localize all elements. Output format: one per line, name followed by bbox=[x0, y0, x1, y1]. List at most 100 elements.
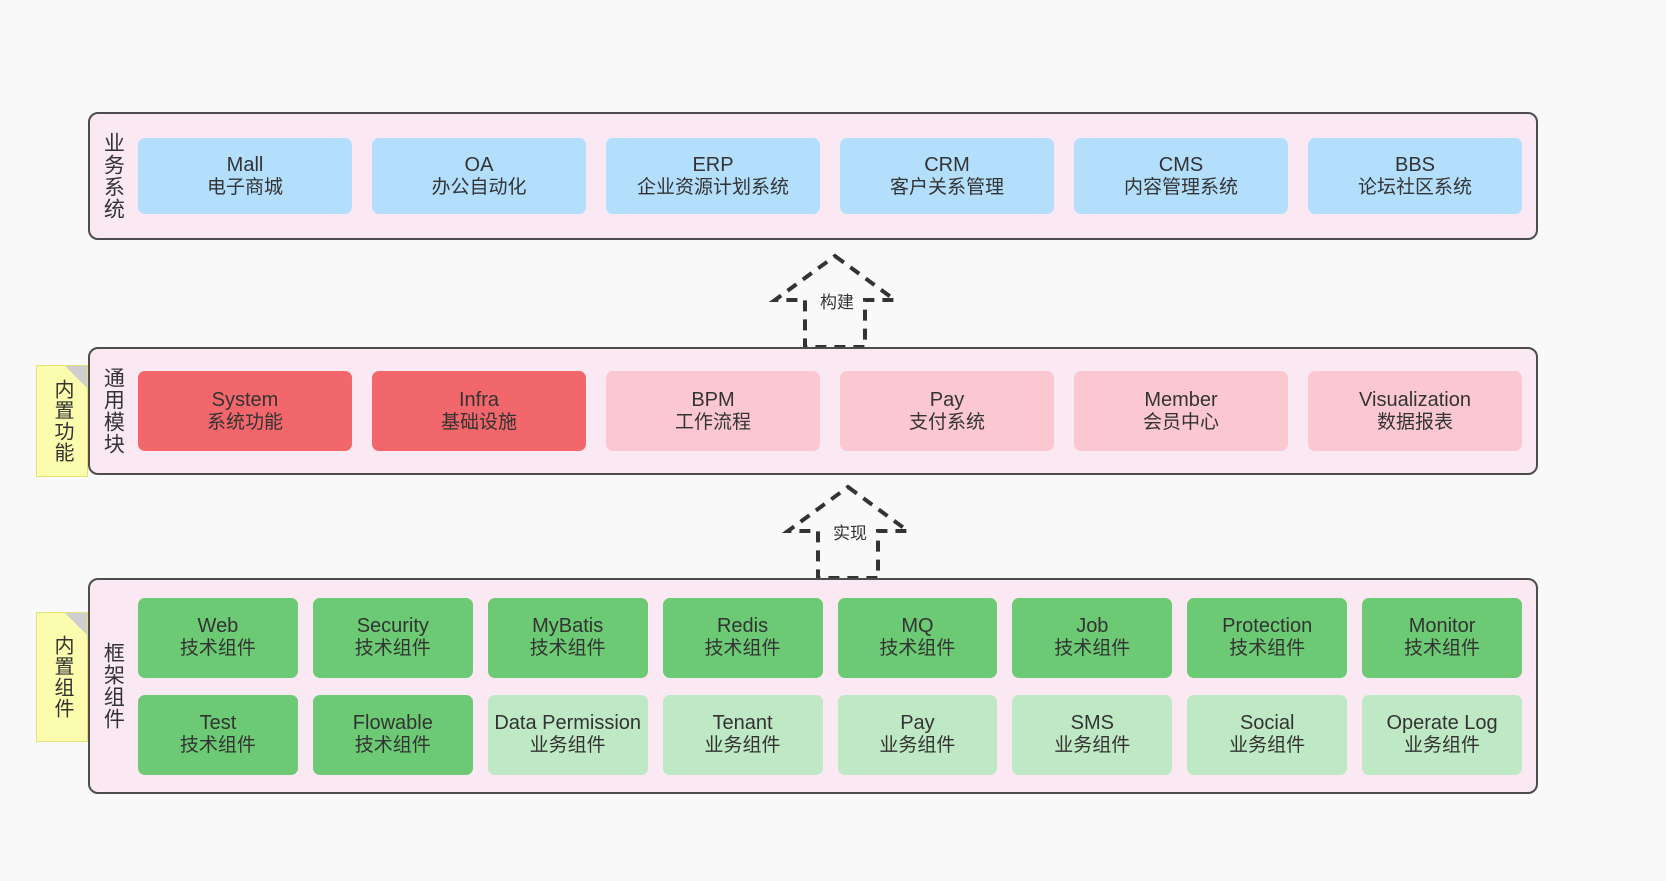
layer-title-common-module: 通用模块 bbox=[101, 367, 125, 455]
node-bpm[interactable]: BPM 工作流程 bbox=[606, 371, 820, 451]
node-redis-en: Redis bbox=[716, 615, 769, 638]
node-social[interactable]: Social 业务组件 bbox=[1187, 694, 1348, 775]
node-pay-module[interactable]: Pay 支付系统 bbox=[840, 371, 1054, 451]
layer-common-module: 通用模块 System 系统功能 Infra 基础设施 BPM 工作流程 Pay… bbox=[88, 347, 1538, 475]
node-data-permission-cn: 业务组件 bbox=[529, 735, 606, 757]
sticky-note-builtin-function: 内置功能 bbox=[36, 365, 88, 477]
node-crm[interactable]: CRM 客户关系管理 bbox=[840, 138, 1054, 214]
node-job-en: Job bbox=[1076, 615, 1109, 638]
common-module-row: System 系统功能 Infra 基础设施 BPM 工作流程 Pay 支付系统… bbox=[138, 371, 1522, 451]
node-pay-module-en: Pay bbox=[929, 388, 965, 411]
node-test[interactable]: Test 技术组件 bbox=[138, 694, 298, 775]
node-bbs-en: BBS bbox=[1394, 153, 1436, 176]
framework-business-row: Test 技术组件 Flowable 技术组件 Data Permission … bbox=[138, 694, 1522, 775]
node-cms-en: CMS bbox=[1158, 153, 1204, 176]
node-cms-cn: 内容管理系统 bbox=[1123, 176, 1238, 198]
node-oa[interactable]: OA 办公自动化 bbox=[372, 138, 586, 214]
node-operate-log[interactable]: Operate Log 业务组件 bbox=[1362, 694, 1522, 775]
node-flowable-cn: 技术组件 bbox=[354, 735, 431, 757]
node-operate-log-cn: 业务组件 bbox=[1404, 735, 1481, 757]
connector-implement-label: 实现 bbox=[830, 519, 870, 544]
node-monitor[interactable]: Monitor 技术组件 bbox=[1362, 597, 1522, 678]
node-data-permission[interactable]: Data Permission 业务组件 bbox=[487, 694, 648, 775]
node-pay-component-cn: 业务组件 bbox=[879, 735, 956, 757]
node-visualization-en: Visualization bbox=[1359, 388, 1471, 411]
node-mall-en: Mall bbox=[226, 153, 264, 176]
node-erp-cn: 企业资源计划系统 bbox=[636, 176, 789, 198]
node-system-cn: 系统功能 bbox=[206, 411, 283, 433]
node-web-cn: 技术组件 bbox=[179, 638, 256, 660]
node-job-cn: 技术组件 bbox=[1054, 638, 1131, 660]
node-pay-component-en: Pay bbox=[900, 712, 935, 735]
node-erp[interactable]: ERP 企业资源计划系统 bbox=[606, 138, 820, 214]
node-mq-cn: 技术组件 bbox=[879, 638, 956, 660]
node-erp-en: ERP bbox=[692, 153, 734, 176]
node-redis-cn: 技术组件 bbox=[704, 638, 781, 660]
node-crm-cn: 客户关系管理 bbox=[889, 176, 1004, 198]
node-visualization[interactable]: Visualization 数据报表 bbox=[1308, 371, 1522, 451]
node-system-en: System bbox=[211, 388, 279, 411]
sticky-note-builtin-component: 内置组件 bbox=[36, 612, 88, 742]
node-infra-cn: 基础设施 bbox=[440, 411, 517, 433]
node-bbs-cn: 论坛社区系统 bbox=[1357, 176, 1472, 198]
node-mq[interactable]: MQ 技术组件 bbox=[837, 597, 998, 678]
node-oa-en: OA bbox=[464, 153, 494, 176]
node-system[interactable]: System 系统功能 bbox=[138, 371, 352, 451]
node-protection-cn: 技术组件 bbox=[1229, 638, 1306, 660]
node-mybatis[interactable]: MyBatis 技术组件 bbox=[487, 597, 648, 678]
node-member[interactable]: Member 会员中心 bbox=[1074, 371, 1288, 451]
node-cms[interactable]: CMS 内容管理系统 bbox=[1074, 138, 1288, 214]
node-operate-log-en: Operate Log bbox=[1386, 712, 1498, 735]
node-mq-en: MQ bbox=[901, 615, 934, 638]
node-monitor-cn: 技术组件 bbox=[1404, 638, 1481, 660]
layer-body-business-system: Mall 电子商城 OA 办公自动化 ERP 企业资源计划系统 CRM 客户关系… bbox=[134, 114, 1536, 238]
node-web[interactable]: Web 技术组件 bbox=[138, 597, 298, 678]
node-security[interactable]: Security 技术组件 bbox=[312, 597, 473, 678]
node-oa-cn: 办公自动化 bbox=[431, 176, 527, 198]
node-pay-module-cn: 支付系统 bbox=[908, 411, 985, 433]
node-member-en: Member bbox=[1144, 388, 1218, 411]
framework-tech-row: Web 技术组件 Security 技术组件 MyBatis 技术组件 Redi… bbox=[138, 597, 1522, 678]
node-sms[interactable]: SMS 业务组件 bbox=[1012, 694, 1173, 775]
layer-title-business-system: 业务系统 bbox=[101, 132, 125, 220]
layer-business-system: 业务系统 Mall 电子商城 OA 办公自动化 ERP 企业资源计划系统 CRM… bbox=[88, 112, 1538, 240]
node-job[interactable]: Job 技术组件 bbox=[1012, 597, 1173, 678]
node-mall[interactable]: Mall 电子商城 bbox=[138, 138, 352, 214]
node-security-cn: 技术组件 bbox=[354, 638, 431, 660]
node-test-cn: 技术组件 bbox=[179, 735, 256, 757]
node-data-permission-en: Data Permission bbox=[494, 712, 642, 735]
sticky-note-builtin-function-label: 内置功能 bbox=[51, 379, 73, 463]
node-protection[interactable]: Protection 技术组件 bbox=[1187, 597, 1348, 678]
node-infra[interactable]: Infra 基础设施 bbox=[372, 371, 586, 451]
node-mybatis-en: MyBatis bbox=[532, 615, 604, 638]
node-infra-en: Infra bbox=[458, 388, 500, 411]
layer-title-framework-component: 框架组件 bbox=[101, 642, 125, 730]
node-flowable[interactable]: Flowable 技术组件 bbox=[312, 694, 473, 775]
node-flowable-en: Flowable bbox=[352, 712, 433, 735]
node-mall-cn: 电子商城 bbox=[206, 176, 283, 198]
node-monitor-en: Monitor bbox=[1408, 615, 1476, 638]
business-system-row: Mall 电子商城 OA 办公自动化 ERP 企业资源计划系统 CRM 客户关系… bbox=[138, 138, 1522, 214]
node-sms-cn: 业务组件 bbox=[1054, 735, 1131, 757]
node-protection-en: Protection bbox=[1222, 615, 1313, 638]
layer-body-framework-component: Web 技术组件 Security 技术组件 MyBatis 技术组件 Redi… bbox=[134, 580, 1536, 792]
node-pay-component[interactable]: Pay 业务组件 bbox=[837, 694, 998, 775]
connector-build: 构建 bbox=[755, 252, 915, 349]
node-bbs[interactable]: BBS 论坛社区系统 bbox=[1308, 138, 1522, 214]
node-tenant-cn: 业务组件 bbox=[704, 735, 781, 757]
node-sms-en: SMS bbox=[1070, 712, 1114, 735]
connector-implement: 实现 bbox=[768, 483, 928, 580]
node-test-en: Test bbox=[199, 712, 237, 735]
node-social-cn: 业务组件 bbox=[1229, 735, 1306, 757]
node-social-en: Social bbox=[1239, 712, 1295, 735]
node-tenant-en: Tenant bbox=[712, 712, 773, 735]
node-redis[interactable]: Redis 技术组件 bbox=[662, 597, 823, 678]
node-mybatis-cn: 技术组件 bbox=[529, 638, 606, 660]
node-bpm-en: BPM bbox=[691, 388, 735, 411]
node-member-cn: 会员中心 bbox=[1142, 411, 1219, 433]
layer-framework-component: 框架组件 Web 技术组件 Security 技术组件 MyBatis 技术组件… bbox=[88, 578, 1538, 794]
connector-build-label: 构建 bbox=[817, 288, 857, 313]
node-security-en: Security bbox=[356, 615, 429, 638]
node-tenant[interactable]: Tenant 业务组件 bbox=[662, 694, 823, 775]
node-web-en: Web bbox=[197, 615, 239, 638]
